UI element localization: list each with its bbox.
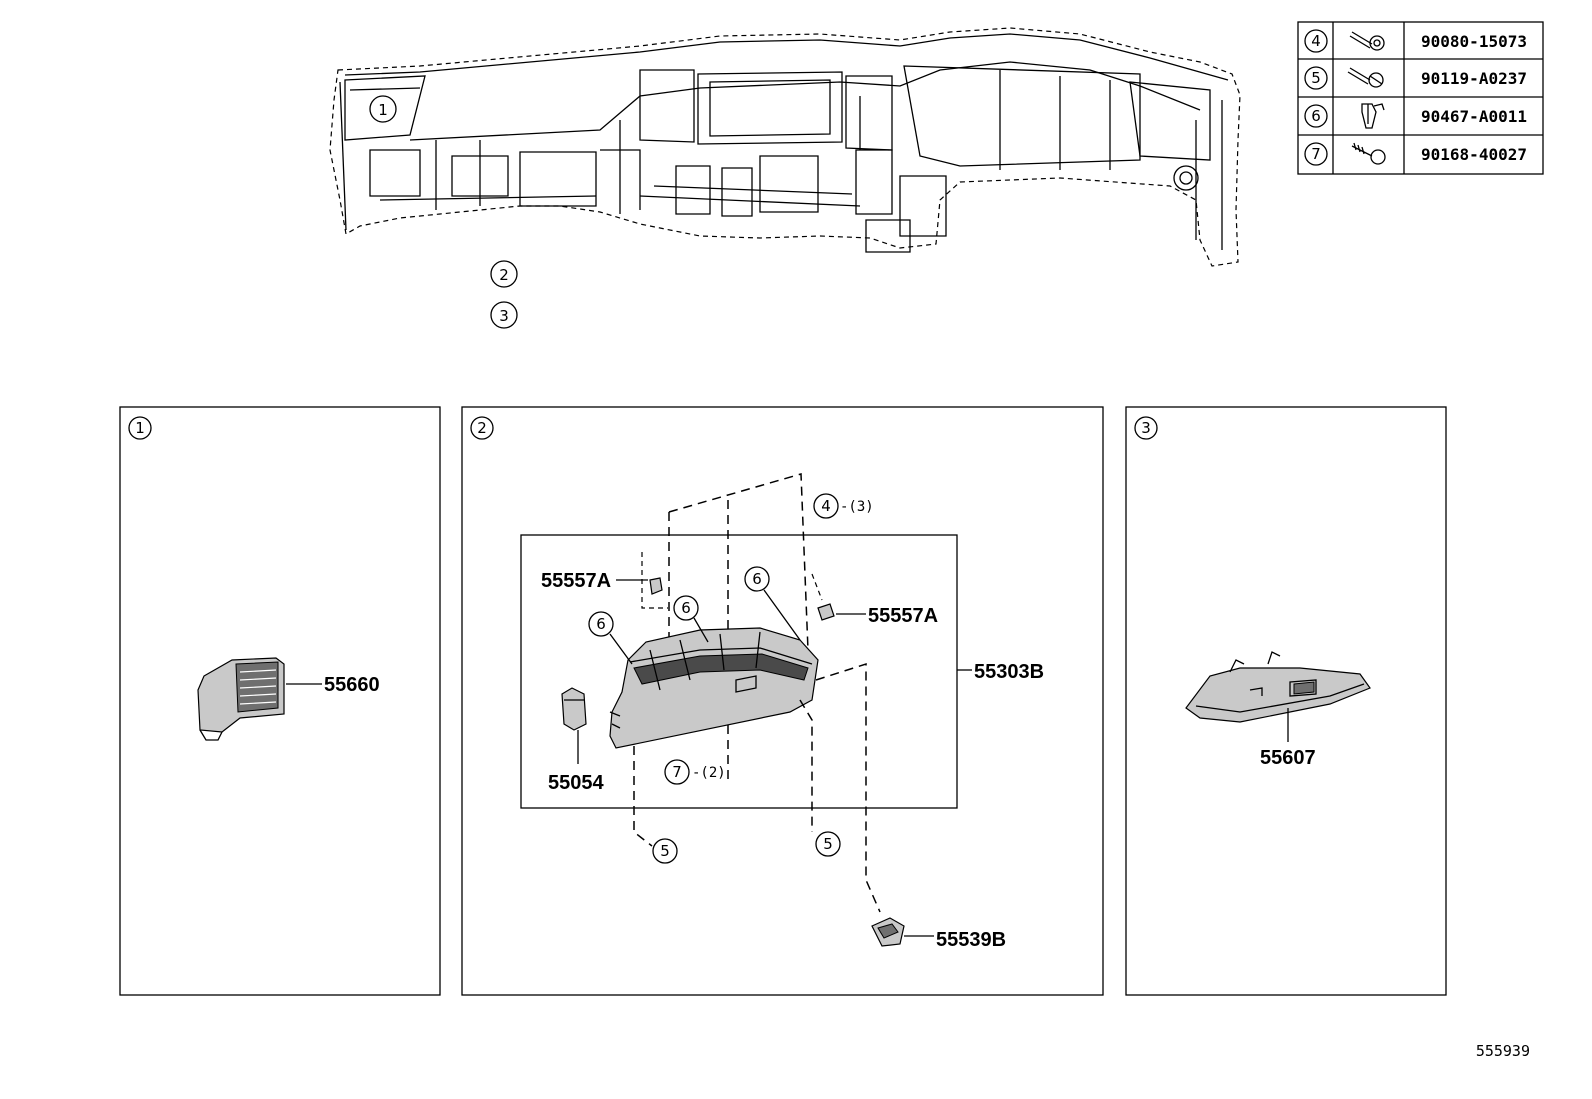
part-number-label: 55557A: [541, 570, 611, 592]
overview-callout-1: 1: [369, 95, 397, 123]
overview-callout-3: 3: [490, 301, 518, 329]
svg-text:5: 5: [823, 835, 833, 853]
svg-text:90467-A0011: 90467-A0011: [1421, 107, 1527, 126]
panel-2: 2 4 -(3) 55557A: [461, 406, 1104, 996]
callout-5: 5: [652, 838, 678, 864]
part-number-label: 55660: [324, 674, 380, 696]
callout-6: 6: [673, 595, 709, 643]
svg-text:6: 6: [752, 570, 762, 588]
clip-part-left: [616, 552, 668, 609]
svg-text:6: 6: [596, 615, 606, 633]
glove-box-assembly-frame: [520, 534, 958, 809]
part-number-label: 55557A: [868, 605, 938, 627]
svg-text:6: 6: [1311, 107, 1321, 125]
fastener-row: 4 90080-15073: [1304, 29, 1527, 53]
svg-text:7: 7: [1311, 145, 1321, 163]
fastener-table: 4 90080-15073 5 90119-A0237 6: [1297, 21, 1544, 175]
part-number-label: 55303B: [974, 661, 1044, 683]
callout-6: 6: [744, 566, 801, 641]
part-number-label: 55607: [1260, 747, 1316, 769]
overview-callout-2: 2: [490, 260, 518, 288]
svg-text:6: 6: [681, 599, 691, 617]
clip-icon: [1361, 103, 1385, 129]
svg-text:2: 2: [477, 419, 487, 437]
bolt-with-washer-icon: [1349, 31, 1385, 51]
svg-text:2: 2: [499, 266, 509, 284]
svg-text:7: 7: [672, 763, 682, 781]
lock-striker-part: [871, 917, 934, 947]
panel-1: 1 55660: [119, 406, 441, 996]
svg-text:5: 5: [660, 842, 670, 860]
svg-text:90119-A0237: 90119-A0237: [1421, 69, 1527, 88]
side-vent-part: [197, 657, 322, 741]
callout-7: 7 -(2): [664, 759, 726, 785]
screw-icon: [1351, 142, 1386, 165]
svg-text:-(2): -(2): [692, 765, 726, 781]
clip-part-right: [811, 573, 866, 621]
svg-text:4: 4: [1311, 32, 1321, 50]
callout-5: 5: [815, 831, 841, 857]
svg-text:1: 1: [135, 419, 145, 437]
svg-text:-(3): -(3): [840, 499, 874, 515]
lower-cover-part: [1185, 651, 1371, 742]
svg-text:3: 3: [1141, 419, 1151, 437]
svg-text:90168-40027: 90168-40027: [1421, 145, 1527, 164]
svg-text:1: 1: [378, 101, 388, 119]
dashboard-overview-illustration: [329, 27, 1241, 267]
part-number-label: 55539B: [936, 929, 1006, 951]
svg-text:4: 4: [821, 497, 831, 515]
callout-4: 4 -(3): [813, 493, 874, 519]
panel-3: 3 55607: [1125, 406, 1447, 996]
fastener-row: 6 90467-A0011: [1304, 103, 1527, 129]
bolt-with-washer-icon: [1347, 67, 1384, 88]
glove-box-part: [609, 627, 819, 749]
fastener-row: 7 90168-40027: [1304, 142, 1527, 166]
fastener-row: 5 90119-A0237: [1304, 66, 1527, 90]
svg-text:90080-15073: 90080-15073: [1421, 32, 1527, 51]
damper-part: [561, 687, 587, 764]
svg-text:3: 3: [499, 307, 509, 325]
part-number-label: 55054: [548, 772, 604, 794]
callout-6: 6: [588, 611, 633, 665]
drawing-id: 555939: [1476, 1042, 1530, 1060]
svg-text:5: 5: [1311, 69, 1321, 87]
